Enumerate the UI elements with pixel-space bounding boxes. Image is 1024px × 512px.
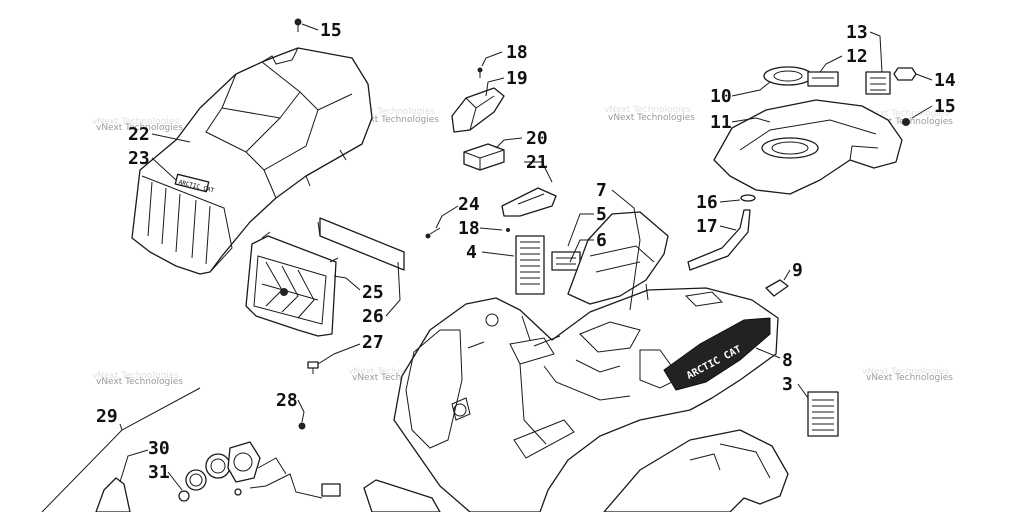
callout-15: 15: [934, 96, 956, 117]
watermark-text: vNext Technologies: [348, 367, 435, 377]
decal-3: [807, 391, 839, 437]
grille-assembly: [245, 217, 405, 337]
callout-19: 19: [506, 68, 528, 89]
decals-4-5: [515, 235, 581, 295]
callout-26: 26: [362, 306, 384, 327]
callout-11: 11: [710, 112, 732, 133]
callout-8: 8: [782, 350, 793, 371]
callout-16: 16: [696, 192, 718, 213]
callout-30: 30: [148, 438, 170, 459]
screw-15-top: [294, 18, 302, 32]
callout-6: 6: [596, 230, 607, 251]
tank-cover: [713, 99, 903, 195]
callout-27: 27: [362, 332, 384, 353]
watermark-text: vNext Technologies: [92, 117, 179, 127]
callout-9: 9: [792, 260, 803, 281]
bracket-9: [765, 279, 789, 297]
watermark-text: vNext Technologies: [604, 105, 691, 115]
watermark-text: vNext Technologies: [96, 123, 183, 133]
callout-24: 24: [458, 194, 480, 215]
callout-29: 29: [96, 406, 118, 427]
screw-28: [298, 422, 306, 430]
nut-14: [893, 67, 917, 81]
callout-12: 12: [846, 46, 868, 67]
leader-lines: [119, 23, 933, 491]
watermark-text: vNext Technologies: [608, 113, 695, 123]
watermark-text: vNext Technologies: [348, 107, 435, 117]
callout-labels: 15 22 23 18 19 20 21 24 18 4 5 6 7 13 12…: [96, 20, 956, 483]
screw-15-right: [902, 118, 910, 126]
callout-7: 7: [596, 180, 607, 201]
callout-21: 21: [526, 152, 548, 173]
callout-31: 31: [148, 462, 170, 483]
clamp-16: [740, 194, 756, 202]
watermark-text: vNext Technologies: [96, 377, 183, 387]
rear-fender: [603, 429, 789, 512]
vent-hose-17: [687, 209, 751, 271]
watermark-text: vNext Technologies: [352, 115, 439, 125]
callout-25: 25: [362, 282, 384, 303]
small-parts: [425, 67, 557, 239]
callout-18: 18: [458, 218, 480, 239]
callout-15: 15: [320, 20, 342, 41]
front-hood: ARCTIC CAT: [131, 47, 373, 275]
callout-4: 4: [466, 242, 477, 263]
watermark-text: vNext Technologies: [352, 373, 439, 383]
callout-18: 18: [506, 42, 528, 63]
watermark-text: vNext Technologies: [862, 367, 949, 377]
callout-13: 13: [846, 22, 868, 43]
callout-14: 14: [934, 70, 956, 91]
callout-20: 20: [526, 128, 548, 149]
watermark-text: vNext Technologies: [92, 371, 179, 381]
watermark-text: vNext Technologies: [866, 373, 953, 383]
front-fender: [393, 283, 779, 512]
watermark-text: vNext Technologies: [862, 109, 949, 119]
callout-22: 22: [128, 124, 150, 145]
callout-17: 17: [696, 216, 718, 237]
push-rivet-27: [307, 361, 319, 374]
callout-5: 5: [596, 204, 607, 225]
callout-10: 10: [710, 86, 732, 107]
seat: [567, 211, 669, 305]
filler-ring-10: [763, 66, 813, 86]
callout-3: 3: [782, 374, 793, 395]
callout-28: 28: [276, 390, 298, 411]
footwell-fragment: [363, 479, 441, 512]
callout-23: 23: [128, 148, 150, 169]
decals-12-13: [807, 71, 891, 95]
